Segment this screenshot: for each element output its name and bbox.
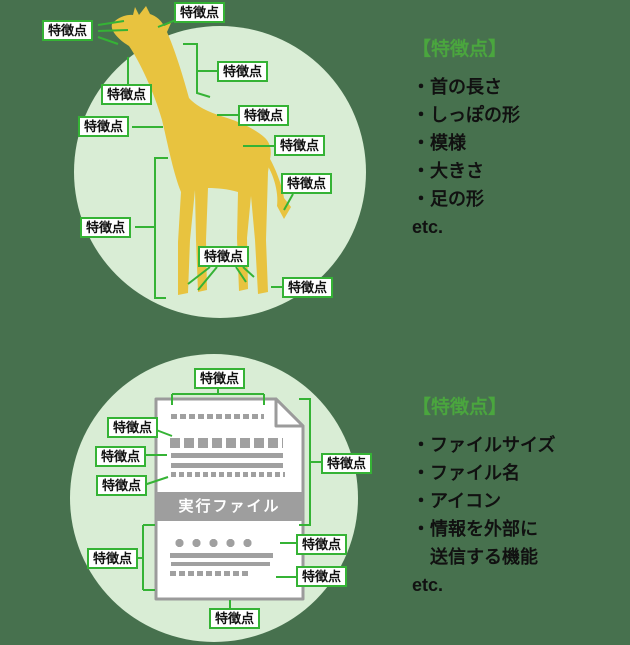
feature-point-label: 特徴点: [42, 20, 94, 41]
feature-point-label: 特徴点: [198, 246, 250, 267]
feature-point-label: 特徴点: [95, 446, 147, 467]
feature-point-label: 特徴点: [174, 2, 226, 23]
feature-point-label: 特徴点: [274, 135, 326, 156]
doc-dashed-line: [171, 472, 285, 477]
doc-solid-line: [171, 453, 283, 458]
folded-corner-icon: [274, 397, 305, 428]
giraffe-icon: [111, 6, 291, 295]
feature-point-label: 特徴点: [217, 61, 269, 82]
feature-point-label: 特徴点: [78, 116, 130, 137]
doc-dashed-line: [171, 414, 264, 419]
feature-point-label: 特徴点: [321, 453, 373, 474]
feature-point-label: 特徴点: [107, 417, 159, 438]
file-feature-legend: 【特徴点】 ・ファイルサイズ ・ファイル名 ・アイコン ・情報を外部に 送信する…: [412, 392, 627, 599]
feature-point-label: 特徴点: [281, 173, 333, 194]
legend-item: ・模様: [412, 133, 466, 153]
legend-item: ・情報を外部に: [412, 519, 538, 539]
legend-etc: etc.: [412, 217, 444, 237]
legend-item: ・しっぽの形: [412, 105, 520, 125]
doc-dots-row: [171, 538, 255, 548]
legend-etc: etc.: [412, 575, 444, 595]
feature-point-label: 特徴点: [296, 534, 348, 555]
legend-item: ・大きさ: [412, 161, 484, 181]
giraffe-feature-legend: 【特徴点】 ・首の長さ ・しっぽの形 ・模様 ・大きさ ・足の形 etc.: [412, 34, 627, 241]
feature-point-label: 特徴点: [80, 217, 132, 238]
legend-item: 送信する機能: [412, 547, 538, 567]
doc-solid-line: [170, 553, 273, 558]
legend-title: 【特徴点】: [412, 39, 508, 60]
feature-point-label: 特徴点: [238, 105, 290, 126]
legend-item: ・ファイル名: [412, 463, 520, 483]
doc-solid-line: [171, 463, 283, 468]
giraffe-tail: [262, 152, 291, 219]
legend-item: ・ファイルサイズ: [412, 435, 556, 455]
feature-point-label: 特徴点: [87, 548, 139, 569]
connector-lines: [97, 19, 321, 609]
feature-point-label: 特徴点: [194, 368, 246, 389]
feature-point-label: 特徴点: [296, 566, 348, 587]
legend-item: ・首の長さ: [412, 77, 502, 97]
doc-dashed-line: [170, 571, 250, 576]
feature-point-label: 特徴点: [96, 475, 148, 496]
legend-item: ・アイコン: [412, 491, 502, 511]
executable-file-banner: 実行ファイル: [156, 492, 303, 521]
feature-point-label: 特徴点: [101, 84, 153, 105]
feature-point-label: 特徴点: [282, 277, 334, 298]
feature-point-label: 特徴点: [209, 608, 261, 629]
legend-title: 【特徴点】: [412, 397, 508, 418]
doc-solid-line: [171, 562, 270, 566]
doc-squares-row: [170, 438, 283, 448]
legend-item: ・足の形: [412, 189, 484, 209]
